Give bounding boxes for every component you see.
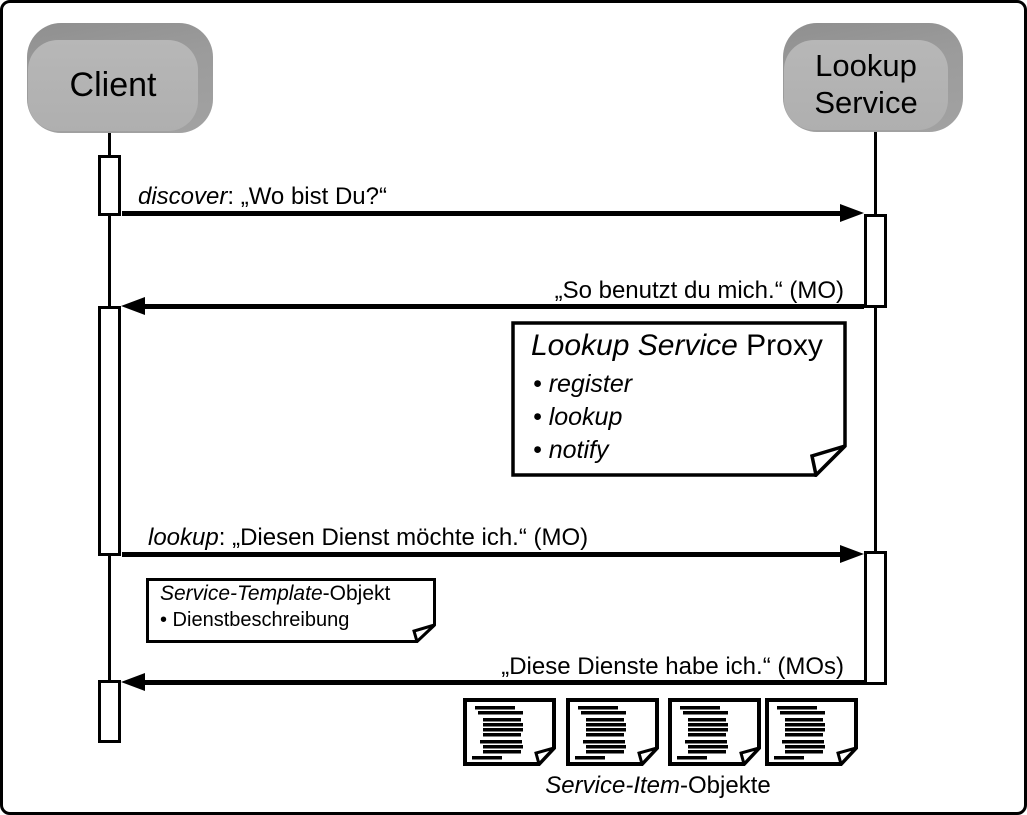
arrowhead-right-icon bbox=[840, 204, 864, 222]
message-result-reply-label: „Diese Dienste habe ich.“ (MOs) bbox=[501, 653, 844, 680]
note-template-title: Service-Template-Objekt bbox=[160, 582, 391, 605]
note-proxy-title: Lookup Service Proxy bbox=[531, 329, 823, 362]
client-activation-3 bbox=[98, 680, 121, 743]
documents-caption: Service-Item-Objekte bbox=[545, 772, 771, 799]
actor-lookup-service: Lookup Service bbox=[783, 23, 963, 132]
document-icon bbox=[566, 698, 662, 767]
document-icon bbox=[668, 698, 764, 767]
actor-client-label: Client bbox=[28, 40, 198, 131]
message-use-reply-arrow bbox=[144, 304, 864, 309]
note-service-template: Service-Template-Objekt • Dienstbeschrei… bbox=[146, 578, 436, 643]
message-lookup-arrow bbox=[122, 552, 842, 557]
document-icon bbox=[463, 698, 559, 767]
note-shape bbox=[511, 321, 847, 477]
arrowhead-right-icon bbox=[840, 545, 864, 563]
actor-client: Client bbox=[27, 23, 213, 133]
document-icon bbox=[765, 698, 861, 767]
client-activation-1 bbox=[98, 155, 121, 216]
lookup-service-lifeline bbox=[874, 130, 877, 685]
message-result-reply-arrow bbox=[144, 680, 864, 685]
actor-lookup-service-label: Lookup Service bbox=[784, 40, 948, 130]
note-lookup-service-proxy: Lookup Service Proxy • register • lookup… bbox=[511, 321, 847, 477]
client-activation-2 bbox=[98, 306, 121, 556]
note-proxy-bullet: • notify bbox=[533, 436, 609, 464]
message-discover-arrow bbox=[122, 211, 842, 216]
note-proxy-bullet: • lookup bbox=[533, 403, 623, 431]
message-discover-label: discover: „Wo bist Du?“ bbox=[138, 183, 387, 210]
arrowhead-left-icon bbox=[121, 297, 145, 315]
message-use-reply-label: „So benutzt du mich.“ (MO) bbox=[554, 277, 844, 304]
lookup-activation-2 bbox=[864, 551, 887, 685]
note-shape bbox=[146, 578, 436, 643]
note-proxy-bullet: • register bbox=[533, 370, 633, 398]
message-lookup-label: lookup: „Diesen Dienst möchte ich.“ (MO) bbox=[148, 524, 589, 551]
note-template-bullet: • Dienstbeschreibung bbox=[160, 609, 350, 631]
lookup-activation-1 bbox=[864, 214, 887, 308]
arrowhead-left-icon bbox=[121, 673, 145, 691]
